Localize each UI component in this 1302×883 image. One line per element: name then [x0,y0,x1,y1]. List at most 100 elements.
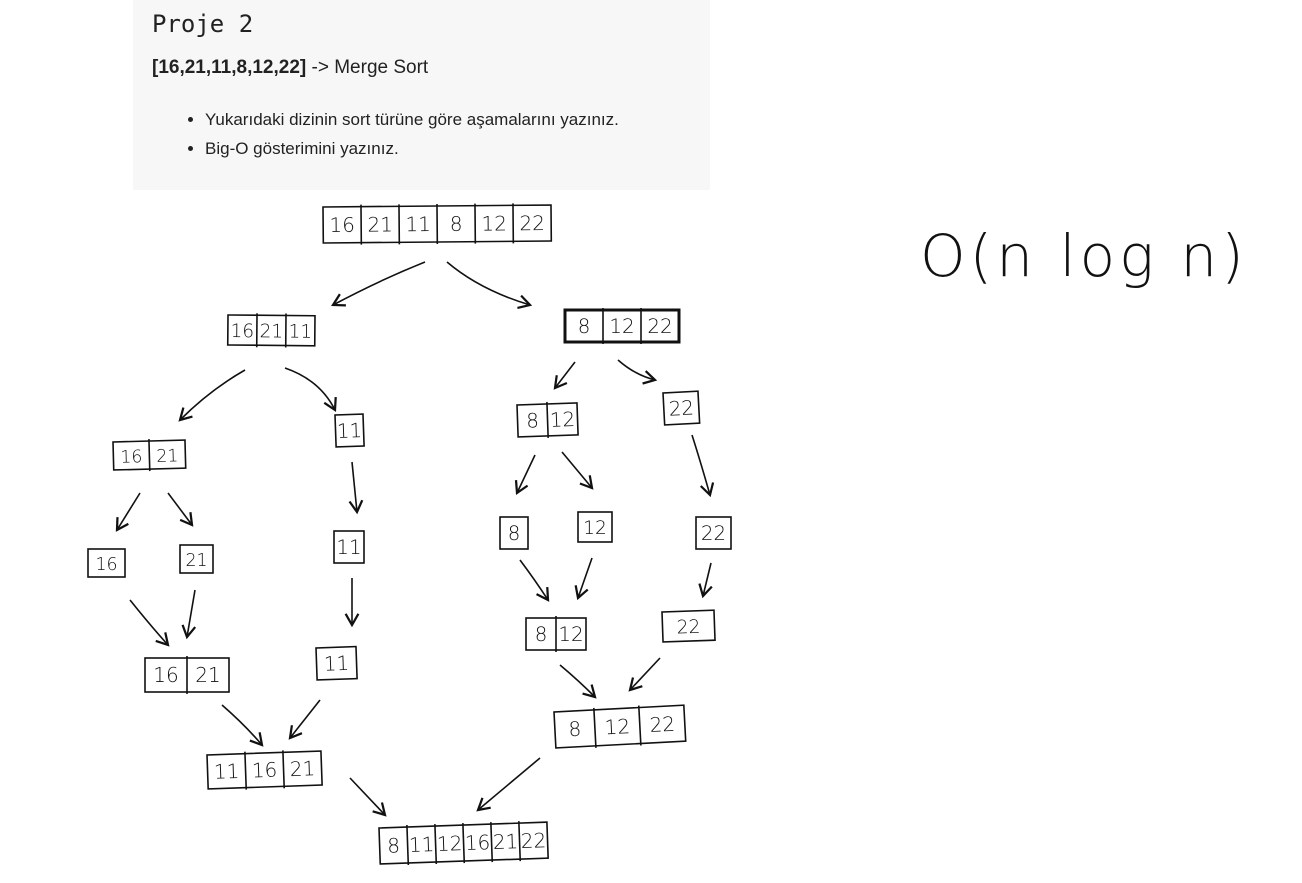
cell-divider [148,439,151,472]
cell-value: 22 [676,617,700,639]
cell-value: 16 [230,321,254,342]
cell-value: 22 [647,315,672,338]
array-box-merge-8-12: 8 12 [525,616,587,652]
arrow [476,757,541,812]
cell-value: 8 [387,833,401,857]
array-box-leaf-11: 11 [333,530,365,564]
cell-value: 22 [520,828,546,853]
array-box-leaf-21: 21 [179,544,214,574]
cell-divider [593,707,597,748]
arrow [617,359,658,385]
cell-value: 12 [558,623,583,646]
cell-value: 11 [213,759,239,784]
cell-divider [462,823,466,864]
arrow [574,557,593,601]
array-box-outline [553,704,687,749]
arrow [514,454,536,496]
array-statement: [16,21,11,8,12,22] -> Merge Sort [152,57,428,79]
arrow [349,777,387,817]
array-box-outline [87,548,126,578]
arrow [178,369,246,422]
cell-divider [490,822,494,863]
task-card [133,0,710,190]
arrow [221,704,264,747]
array-box-leaf-16: 16 [87,548,126,578]
cell-value: 22 [668,396,694,420]
cell-value: 16 [251,758,277,783]
task-item: Yukarıdaki dizinin sort türüne göre aşam… [205,110,619,130]
arrow [348,461,364,515]
cell-value: 16 [153,663,178,687]
arrow [519,559,550,602]
cell-value: 21 [367,212,393,236]
array-box-outline [661,609,716,643]
cell-value: 8 [508,522,521,545]
arrow [115,492,141,532]
cell-divider [244,751,248,790]
array-box-outline [226,314,316,347]
arrow [167,492,194,527]
arrow [288,699,321,740]
array-box-leaf-12: 12 [577,511,613,543]
array-box-outline [333,530,365,564]
cell-divider [406,824,410,866]
array-box-outline [577,511,613,543]
arrow [698,562,713,599]
cell-value: 12 [583,518,607,539]
array-box-merge-22: 22 [661,609,716,643]
cell-value: 11 [324,652,350,676]
cell-value: 21 [492,829,518,854]
cell-value: 12 [550,408,576,432]
arrow [331,261,426,307]
arrow [559,664,597,699]
cell-divider [282,750,286,789]
cell-value: 11 [337,419,363,443]
array-box-outline [563,308,681,344]
cell-value: 16 [95,555,117,575]
page-title: Proje 2 [152,10,254,38]
cell-value: 22 [701,522,726,545]
arrow [628,657,661,692]
arrow [561,451,594,490]
arrow [284,367,337,413]
array-box-outline [334,413,365,448]
cell-value: 12 [604,714,631,739]
cell-value: 21 [289,756,315,781]
cell-value: 8 [578,315,591,338]
arrow [446,261,533,310]
cell-value: 22 [649,712,676,737]
cell-value: 11 [336,536,361,559]
task-item: Big-O gösterimini yazınız. [205,139,619,159]
array-box-merge-11: 11 [315,645,358,681]
arrow [129,599,170,647]
cell-value: 8 [535,623,548,646]
cell-value: 8 [450,212,463,236]
cell-divider [637,705,642,746]
cell-value: 16 [120,447,143,468]
cell-value: 22 [519,211,545,235]
array-box-leaf-22: 22 [695,516,732,550]
cell-value: 21 [185,551,207,571]
sort-label: -> Merge Sort [306,57,429,78]
cell-value: 8 [568,717,582,742]
cell-value: 12 [436,831,462,856]
input-array: [16,21,11,8,12,22] [152,57,307,78]
array-box-leaf-8: 8 [499,516,529,550]
big-o-notation: O(n log n) [920,222,1248,290]
task-list: Yukarıdaki dizinin sort türüne göre aşam… [185,110,619,168]
array-box-merge-right3: 8 12 22 [553,704,687,749]
cell-value: 16 [464,830,490,855]
arrow [181,589,197,640]
cell-value: 21 [156,446,179,467]
array-box-left-single: 11 [334,413,365,448]
arrow [691,434,715,498]
cell-value: 11 [288,322,312,343]
